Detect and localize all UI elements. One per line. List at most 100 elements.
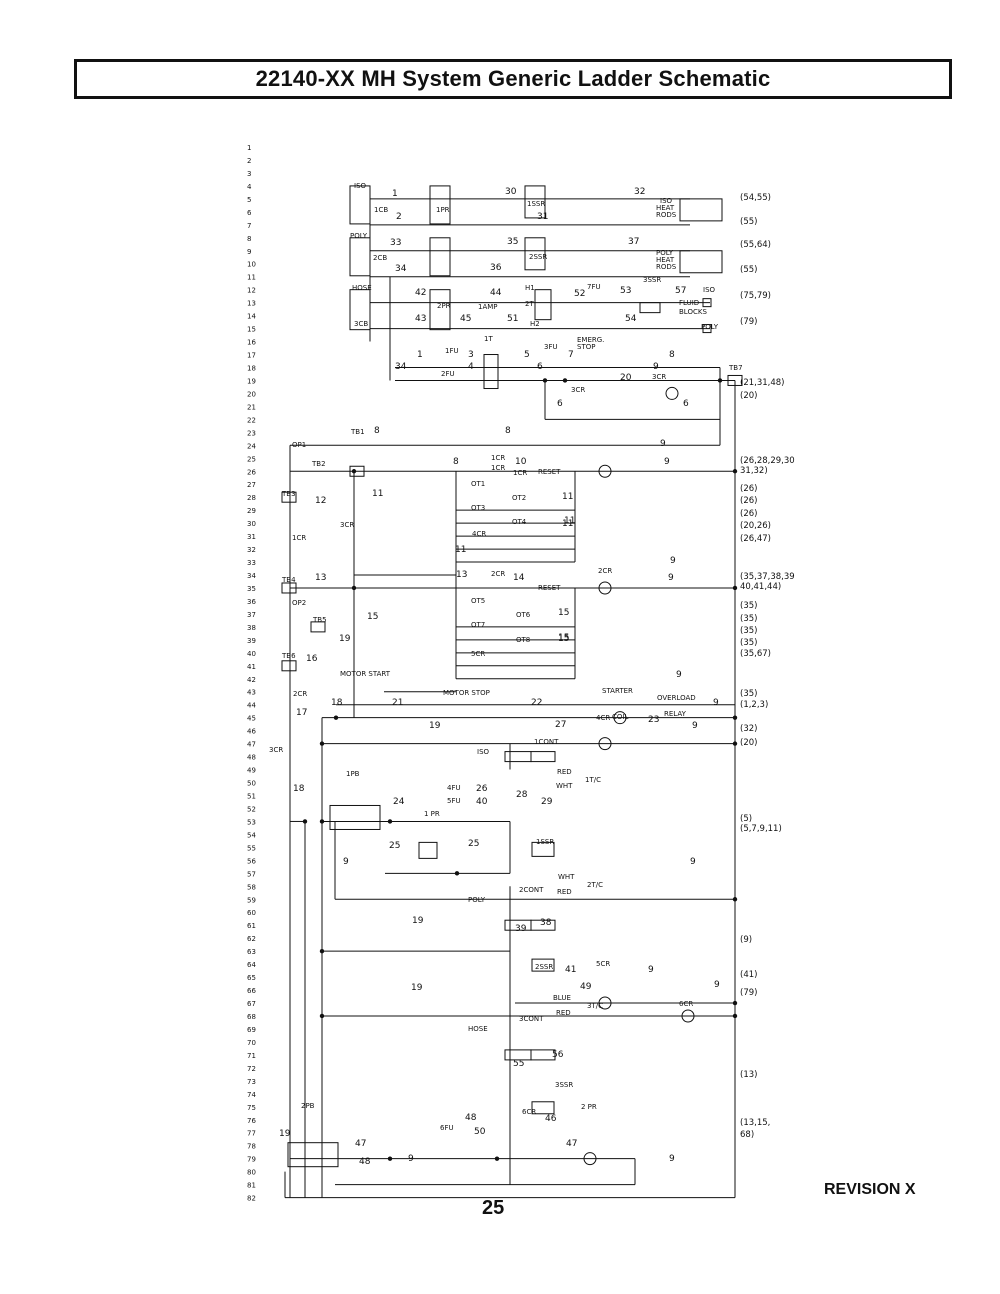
wire-number: 9 <box>343 857 349 867</box>
relay-3ssr-b <box>531 1101 555 1115</box>
cross-reference: (79) <box>740 988 757 998</box>
cross-reference: (35) <box>740 614 757 624</box>
wire-number: 11 <box>562 492 573 502</box>
wire-number: 29 <box>541 797 553 807</box>
rung-number: 28 <box>247 494 256 502</box>
cross-reference: (79) <box>740 317 757 327</box>
component-label: 3SSR <box>643 276 661 284</box>
wire-number: 25 <box>389 841 400 851</box>
junction-dots <box>302 378 738 1161</box>
cross-reference: (35,37,38,39 <box>740 572 795 582</box>
component-label: COIL <box>612 713 628 721</box>
wire-number: 44 <box>490 288 502 298</box>
component-label: 5CR <box>596 960 610 968</box>
wire-number: 46 <box>545 1114 557 1124</box>
component-label: 6CR <box>679 1000 693 1008</box>
wire-number: 13 <box>456 570 467 580</box>
terminal-tb6 <box>281 660 297 672</box>
wire-number: 24 <box>393 797 405 807</box>
rung-number: 15 <box>247 326 256 334</box>
junction-dot <box>494 1156 500 1161</box>
wire-number: 11 <box>564 516 575 526</box>
wire-number: 15 <box>367 612 378 622</box>
component-label: 1CB <box>374 206 388 214</box>
wire-number: 9 <box>690 857 696 867</box>
contactor-1pr <box>429 185 451 225</box>
component-label: OP1 <box>292 441 306 449</box>
wire-number: 37 <box>628 237 639 247</box>
wire-number: 45 <box>460 314 471 324</box>
wire-number: 19 <box>411 983 423 993</box>
component-label: OT7 <box>471 621 485 629</box>
rung-number: 47 <box>247 741 256 749</box>
wire-number: 8 <box>669 350 675 360</box>
coil-2cr <box>598 581 612 595</box>
component-label: STOP <box>577 343 595 351</box>
wire-number: 14 <box>513 573 525 583</box>
component-label: 4CR <box>596 714 610 722</box>
junction-dot <box>319 948 325 954</box>
rung-number: 20 <box>247 390 256 398</box>
component-label: TB6 <box>281 652 296 660</box>
component-label: 1SSR <box>536 838 554 846</box>
wire-number: 53 <box>620 286 631 296</box>
wire-number: 9 <box>692 721 698 731</box>
component-label: 1SSR <box>527 200 545 208</box>
component-label: 2CR <box>293 690 307 698</box>
component-label: RODS <box>656 211 677 219</box>
component-label: H1 <box>525 284 535 292</box>
component-label: OT2 <box>512 494 526 502</box>
rung-number: 2 <box>247 157 251 165</box>
wire-number: 6 <box>557 399 563 409</box>
rung-number: 46 <box>247 728 256 736</box>
rung-number: 22 <box>247 416 256 424</box>
rung-number: 76 <box>247 1117 256 1125</box>
component-label: OT3 <box>471 504 485 512</box>
component-label: RESET <box>538 584 561 592</box>
component-label: 3SSR <box>555 1081 573 1089</box>
junction-dot <box>562 378 568 383</box>
wire-number: 32 <box>634 187 645 197</box>
poly-heat-rods <box>679 250 723 274</box>
component-label: TB1 <box>350 428 365 436</box>
cross-reference: 31,32) <box>740 466 768 476</box>
coil-starter <box>613 711 627 725</box>
rung-number: 57 <box>247 870 256 878</box>
component-label: HEAT <box>656 204 675 212</box>
rung-number: 64 <box>247 961 256 969</box>
wire-number: 9 <box>648 965 654 975</box>
wire-number: 12 <box>315 496 326 506</box>
rung-number: 53 <box>247 818 256 826</box>
junction-dot <box>351 585 357 591</box>
cross-references: (54,55)(55)(55,64)(55)(75,79)(79)(21,31,… <box>740 193 795 1140</box>
component-label: WHT <box>556 782 573 790</box>
relay-1ssr-b <box>531 841 555 857</box>
rung-number: 38 <box>247 624 256 632</box>
component-label: H2 <box>530 320 540 328</box>
wire-number: 4 <box>468 362 474 372</box>
component-label: OT6 <box>516 611 531 619</box>
junction-dot <box>351 469 357 474</box>
component-label: TB4 <box>281 576 296 584</box>
rung-number: 79 <box>247 1156 256 1164</box>
component-label: 7FU <box>587 283 601 291</box>
relay-2ssr <box>524 237 546 271</box>
rung-number: 80 <box>247 1169 256 1177</box>
component-label: POLY <box>350 232 368 240</box>
rung-number: 69 <box>247 1026 256 1034</box>
rung-number: 63 <box>247 948 256 956</box>
cross-reference: (5,7,9,11) <box>740 824 782 834</box>
cross-reference: (35) <box>740 689 757 699</box>
terminal-poly <box>702 324 712 334</box>
rung-number: 74 <box>247 1091 256 1099</box>
wire-number: 22 <box>531 698 542 708</box>
junction-dot <box>333 715 339 720</box>
wire-number: 35 <box>507 237 518 247</box>
rung-number: 36 <box>247 598 256 606</box>
wire-number: 30 <box>505 187 517 197</box>
rung-number: 81 <box>247 1182 256 1190</box>
component-label: 3CR <box>652 373 666 381</box>
coil-4cr <box>598 737 612 751</box>
junction-dot <box>732 469 738 474</box>
component-label: 2PB <box>301 1102 315 1110</box>
